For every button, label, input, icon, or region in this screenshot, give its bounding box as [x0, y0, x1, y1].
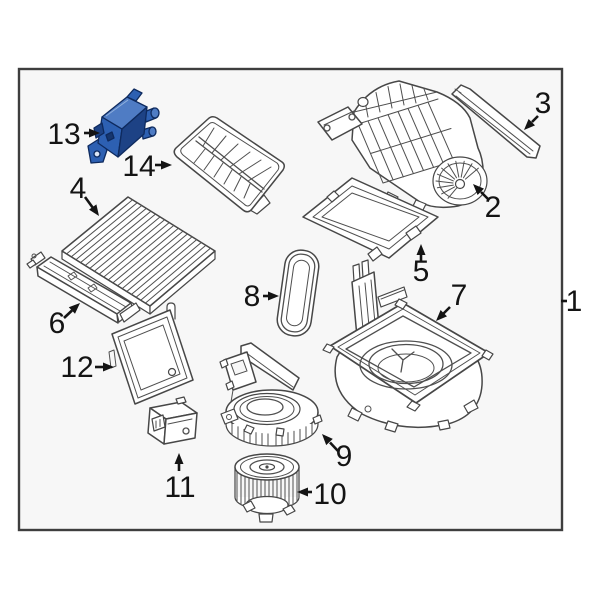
callout-6: 6	[49, 303, 80, 340]
callout-number: 5	[413, 255, 430, 288]
callout-arrowhead	[436, 310, 447, 321]
callout-arrowhead	[473, 184, 484, 195]
callout-number: 4	[70, 172, 87, 205]
callout-arrowhead	[268, 291, 279, 301]
callout-8: 8	[244, 280, 279, 313]
callout-arrowhead	[89, 204, 99, 216]
callout-arrowhead	[68, 303, 80, 314]
callout-arrowhead	[161, 160, 172, 170]
callout-arrow	[442, 306, 451, 315]
callout-arrowhead	[89, 128, 100, 138]
callout-number: 9	[336, 440, 353, 473]
callout-number: 7	[451, 279, 468, 312]
callout-4: 4	[70, 172, 99, 216]
callout-number: 3	[535, 87, 552, 120]
callout-arrowhead	[103, 362, 114, 372]
part-14-intake-duct-cover	[173, 115, 286, 215]
callout-number: 6	[49, 307, 66, 340]
part-10-blower-motor-fan	[234, 453, 300, 523]
callout-10: 10	[297, 478, 347, 511]
part-4-cabin-air-filter	[61, 196, 216, 315]
callout-7: 7	[436, 279, 467, 321]
callout-arrow	[531, 115, 539, 123]
part-12-blower-resistor-module	[108, 302, 194, 405]
callout-arrow	[63, 309, 73, 319]
callout-arrow	[329, 441, 339, 452]
callout-arrowhead	[416, 244, 426, 255]
callout-12: 12	[60, 351, 114, 384]
part-8-gasket-seal	[276, 249, 320, 337]
callout-number: 12	[60, 351, 93, 384]
callout-number: 11	[164, 471, 195, 504]
callout-arrow	[83, 196, 95, 209]
part-11-intake-actuator	[147, 396, 198, 445]
callout-arrowhead	[174, 453, 184, 464]
callout-arrowhead	[322, 434, 333, 446]
callout-number: 2	[485, 191, 502, 224]
part-6-filter-access-cover	[26, 251, 141, 324]
callout-number: 13	[47, 118, 80, 151]
callouts: 1 2 3 4 5 6 7	[47, 87, 582, 511]
callout-arrow	[480, 191, 489, 200]
callout-1: 1	[561, 285, 582, 318]
part-3-seal-strip	[451, 84, 541, 159]
callout-5: 5	[413, 244, 430, 288]
part-5-filter-cover-frame	[302, 177, 439, 262]
callout-11: 11	[164, 453, 196, 504]
callout-9: 9	[322, 434, 352, 473]
callout-number: 8	[244, 280, 261, 313]
callout-number: 14	[122, 150, 155, 183]
callout-14: 14	[122, 150, 172, 183]
part-9-blower-scroll-housing	[219, 342, 323, 447]
callout-3: 3	[524, 87, 551, 130]
callout-arrowhead	[297, 487, 308, 497]
callout-arrowhead	[524, 119, 535, 130]
part-2-upper-blower-case	[317, 80, 488, 213]
part-7-lower-blower-case	[322, 259, 494, 433]
part-13-mode-actuator-highlighted	[87, 88, 160, 164]
callout-13: 13	[47, 118, 100, 151]
callout-number: 10	[313, 478, 346, 511]
callout-2: 2	[473, 184, 501, 224]
callout-number: 1	[566, 285, 583, 318]
